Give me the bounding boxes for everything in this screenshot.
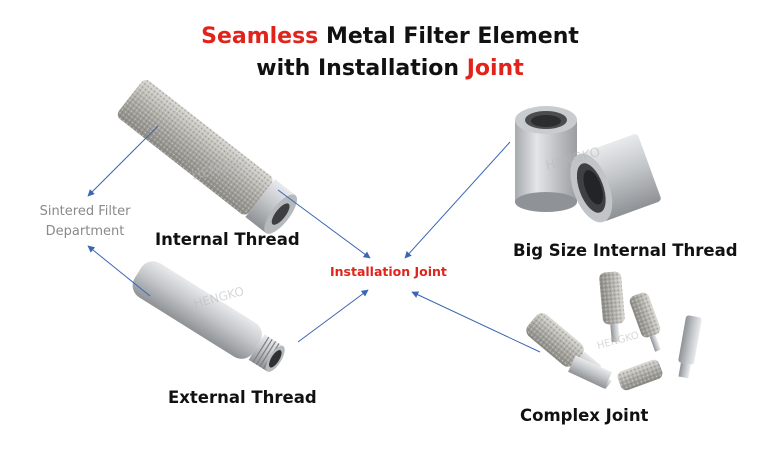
title-line-2: with Installation Joint xyxy=(0,56,780,81)
external-thread-filter-image xyxy=(132,261,285,372)
big-size-internal-thread-label: Big Size Internal Thread xyxy=(513,241,738,260)
arrow-internal-to-joint xyxy=(277,189,371,259)
arrow-bigsize-to-joint xyxy=(404,141,511,259)
title-text-2: with Installation xyxy=(256,56,467,81)
internal-thread-label: Internal Thread xyxy=(155,230,300,249)
sintered-filter-department-label: Sintered Filter Department xyxy=(39,204,131,239)
complex-joint-image xyxy=(526,271,702,391)
installation-joint-label: Installation Joint xyxy=(330,264,447,279)
arrow-complex-to-joint xyxy=(411,291,541,353)
internal-thread-filter-image xyxy=(117,80,298,234)
title-line-1: Seamless Metal Filter Element xyxy=(0,24,780,49)
big-size-coupling-image xyxy=(515,106,661,223)
external-thread-label: External Thread xyxy=(168,388,317,407)
arrow-internal-to-department xyxy=(87,125,159,197)
title-highlight-joint: Joint xyxy=(466,56,524,81)
arrow-external-to-department xyxy=(87,245,151,297)
title-text-1: Metal Filter Element xyxy=(318,24,579,49)
arrow-external-to-joint xyxy=(297,289,369,343)
title-highlight-seamless: Seamless xyxy=(201,24,319,49)
complex-joint-label: Complex Joint xyxy=(520,406,649,425)
